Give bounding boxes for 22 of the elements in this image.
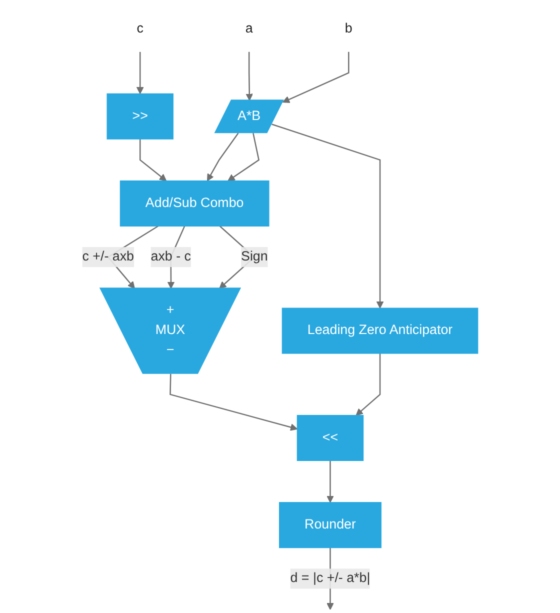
- arrow: [206, 132, 239, 182]
- node-box: Add/Sub Combo: [120, 180, 270, 227]
- node-box: <<: [296, 414, 364, 461]
- node-box: Leading Zero Anticipator: [282, 308, 478, 354]
- node-text: c: [136, 22, 144, 36]
- edge-label: d = |c +/- a*b|: [290, 571, 370, 586]
- arrow: [246, 52, 254, 101]
- node-text: b: [344, 22, 352, 36]
- arrow: [282, 52, 350, 103]
- arrow: [356, 353, 381, 416]
- edge-label: Sign: [241, 250, 268, 264]
- node-text: a: [245, 22, 253, 36]
- arrow: [136, 52, 144, 94]
- arrow: [139, 139, 167, 182]
- node-box: Rounder: [279, 502, 382, 548]
- arrow: [326, 460, 334, 503]
- edge-label: axb - c: [150, 250, 191, 264]
- arrow: [272, 124, 384, 308]
- arrow: [228, 133, 260, 182]
- edge-label: c +/- axb: [82, 250, 134, 264]
- arrow: [170, 374, 298, 431]
- node-box: >>: [106, 93, 174, 140]
